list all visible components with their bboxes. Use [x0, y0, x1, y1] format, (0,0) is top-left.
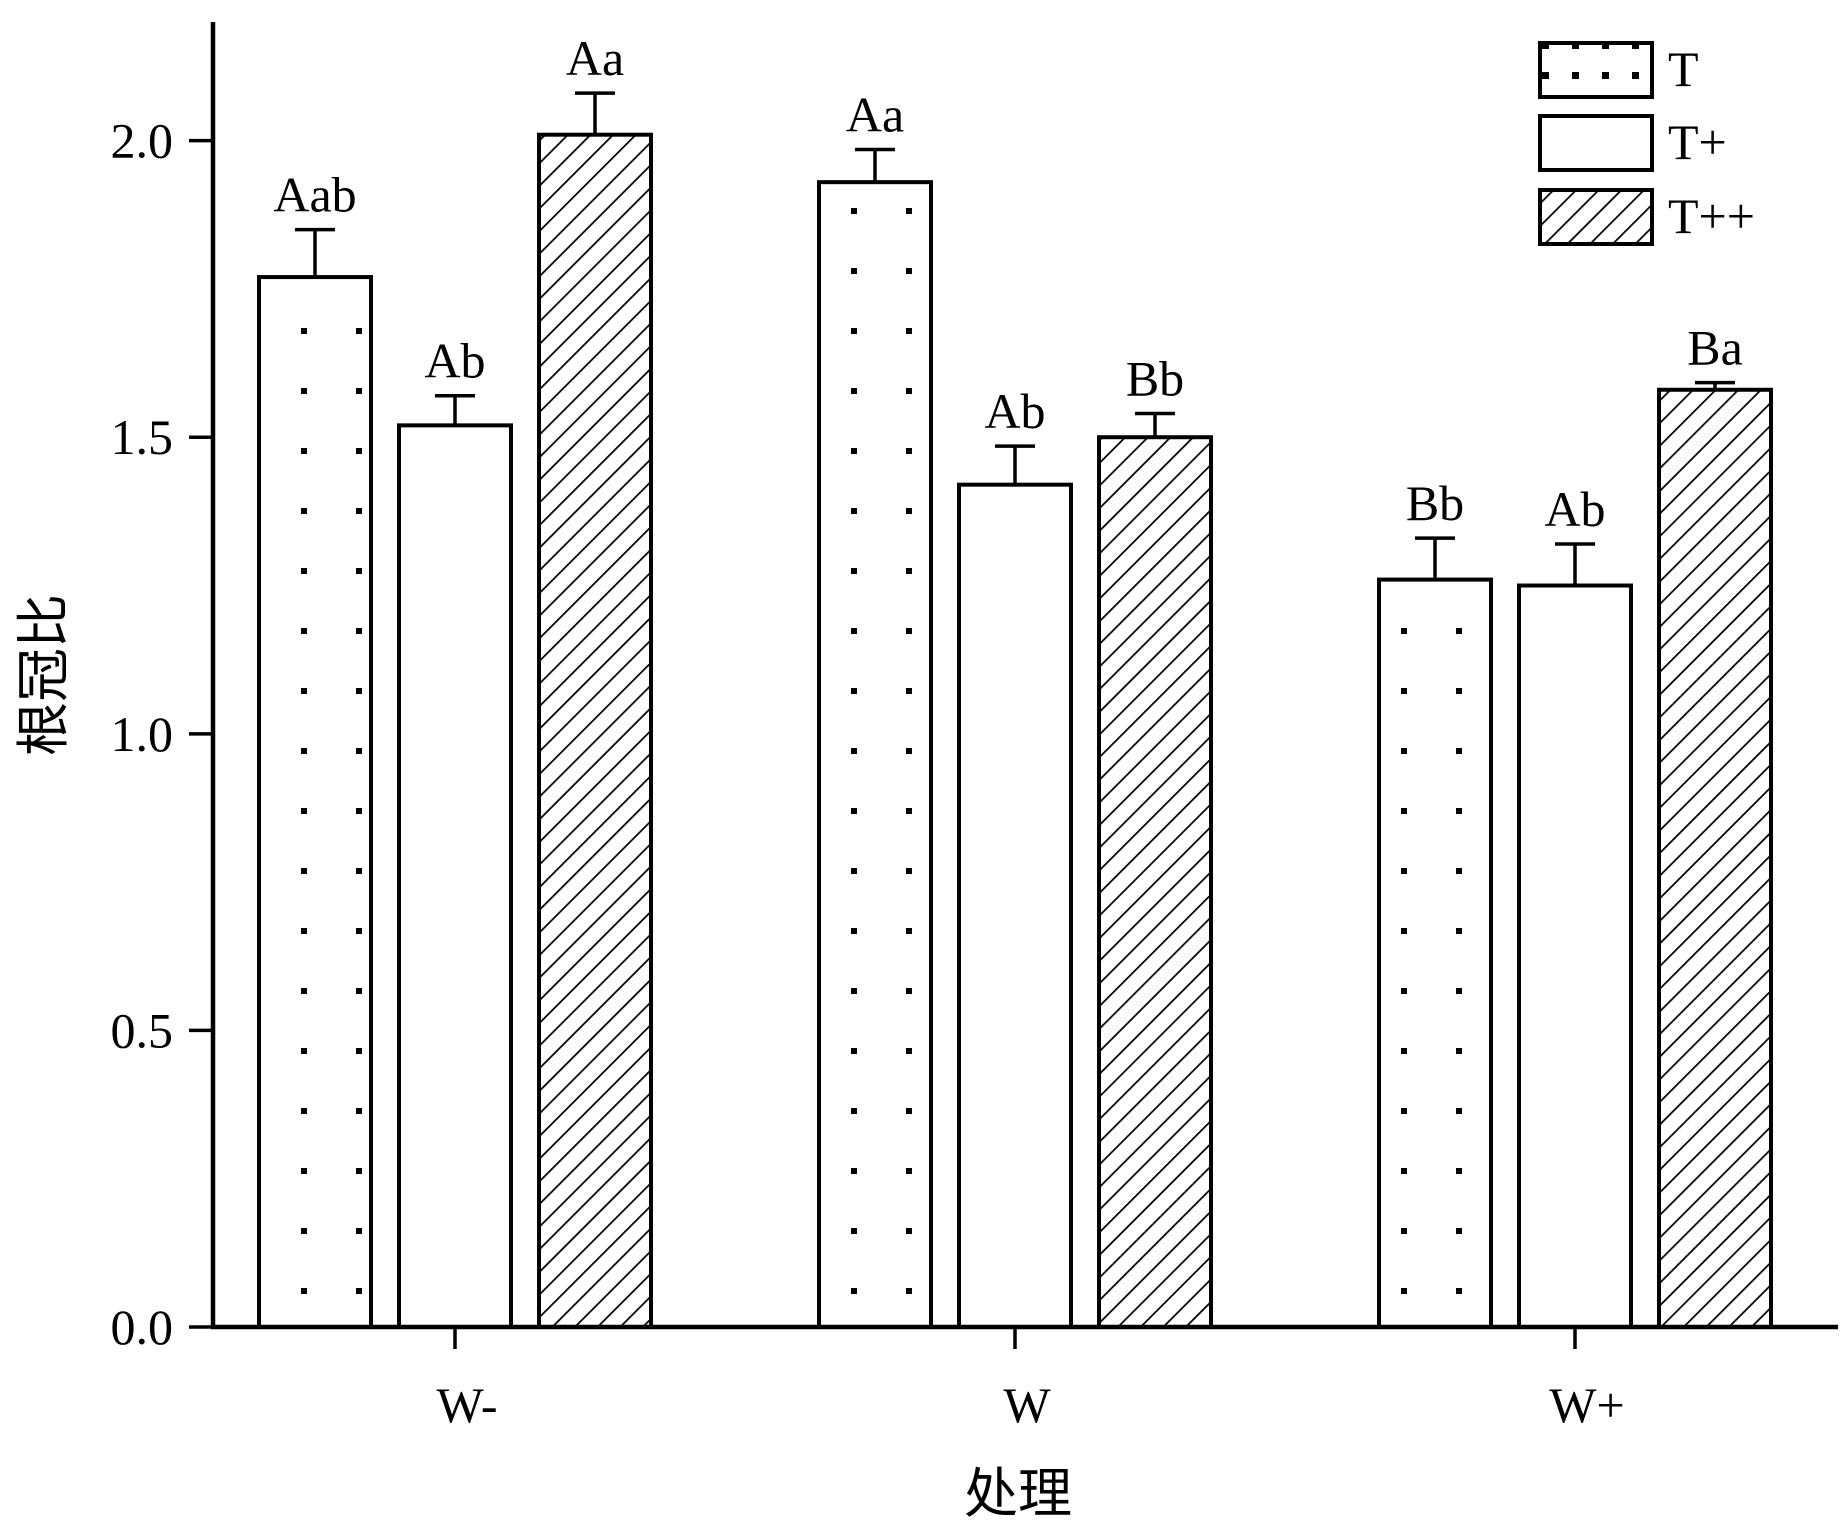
y-tick-label: 1.0: [111, 706, 174, 762]
bar: [1657, 387, 1773, 1330]
significance-label: Aab: [273, 167, 356, 223]
x-tick-label: W: [1003, 1377, 1051, 1433]
legend-label: T++: [1668, 188, 1755, 244]
bar: [1517, 583, 1633, 1329]
legend: T T+ T++: [1538, 41, 1755, 246]
y-tick-label: 2.0: [111, 113, 174, 169]
bar: [257, 275, 373, 1329]
bar: [397, 423, 513, 1329]
y-tick-label: 0.0: [111, 1299, 174, 1355]
legend-swatch: [1538, 41, 1654, 99]
y-tick-label: 0.5: [111, 1002, 174, 1058]
legend-label: T: [1668, 41, 1699, 97]
significance-label: Ab: [424, 333, 485, 389]
significance-label: Ba: [1687, 320, 1743, 376]
axis-titles: 处理 根冠比: [14, 594, 1072, 1524]
x-tick-label: W+: [1549, 1377, 1624, 1433]
bar: [537, 132, 653, 1329]
significance-label: Aa: [566, 30, 624, 86]
bar: [1097, 435, 1213, 1329]
y-tick-label: 1.5: [111, 409, 174, 465]
legend-label: T+: [1668, 114, 1727, 170]
axes: 0.0 0.5 1.0 1.5 2.0W- W W+: [111, 22, 1838, 1433]
legend-swatch: [1538, 188, 1654, 246]
x-tick-label: W-: [436, 1377, 497, 1433]
x-axis-title: 处理: [964, 1464, 1072, 1524]
significance-label: Ab: [984, 383, 1045, 439]
significance-label: Ab: [1544, 481, 1605, 537]
significance-label: Bb: [1406, 475, 1464, 531]
bar: [957, 482, 1073, 1329]
bar: [1377, 577, 1493, 1329]
bar: [817, 180, 933, 1330]
y-axis-title: 根冠比: [14, 594, 74, 756]
legend-swatch: [1538, 114, 1654, 172]
significance-label: Aa: [846, 87, 904, 143]
significance-label: Bb: [1126, 351, 1184, 407]
